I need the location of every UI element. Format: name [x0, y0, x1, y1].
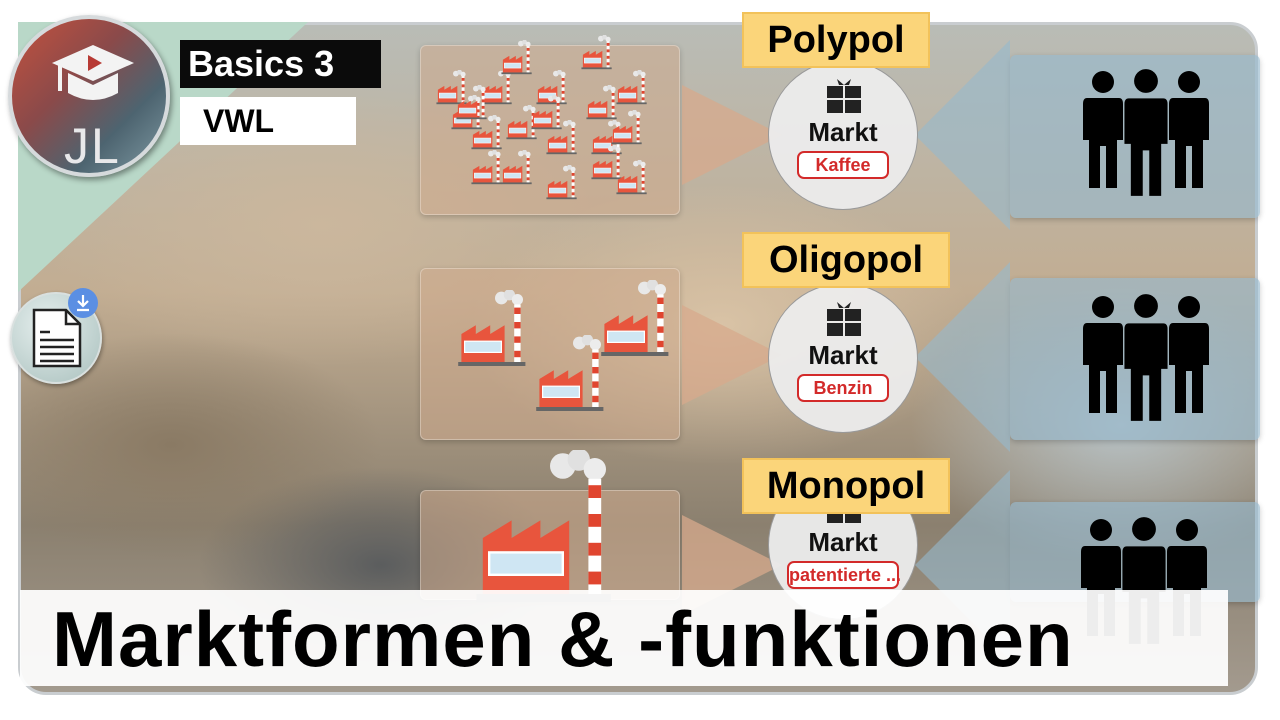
- product-label: Benzin: [797, 374, 889, 402]
- factory-icon: [530, 95, 566, 131]
- factory-icon: [580, 35, 616, 71]
- title-banner: Marktformen & -funktionen: [20, 590, 1228, 686]
- person-icon: [1120, 293, 1172, 423]
- gift-box-icon: [825, 77, 863, 113]
- market-label: Markt: [808, 117, 878, 147]
- factory-icon: [455, 290, 535, 370]
- factory-icon: [500, 40, 536, 76]
- video-title: Marktformen & -funktionen: [52, 595, 1074, 683]
- supply-arrow: [682, 305, 802, 405]
- person-icon: [1166, 295, 1212, 415]
- demand-arrow: [915, 40, 1010, 230]
- factory-icon: [470, 450, 630, 610]
- graduation-cap-icon: [52, 45, 134, 100]
- download-icon[interactable]: [68, 288, 98, 318]
- factory-icon: [610, 110, 646, 146]
- product-label: patentierte ...: [787, 561, 901, 589]
- person-icon: [1120, 68, 1172, 198]
- factory-icon: [615, 70, 651, 106]
- market-label: Markt: [808, 527, 878, 557]
- logo-initials: JL: [64, 118, 121, 174]
- channel-logo[interactable]: JL: [8, 15, 170, 177]
- series-tag: Basics 3: [180, 40, 381, 88]
- document-icon: [32, 308, 82, 368]
- subject-tag: VWL: [180, 97, 356, 145]
- market-form-polypol: Polypol: [742, 12, 930, 68]
- market-circle-polypol: Markt Kaffee: [768, 60, 918, 210]
- market-form-monopol: Monopol: [742, 458, 950, 514]
- market-circle-oligopol: Markt Benzin: [768, 283, 918, 433]
- product-label: Kaffee: [797, 151, 889, 179]
- gift-box-icon: [825, 300, 863, 336]
- market-label: Markt: [808, 340, 878, 370]
- factory-icon: [455, 85, 491, 121]
- market-form-oligopol: Oligopol: [742, 232, 950, 288]
- factory-icon: [615, 160, 651, 196]
- factory-icon: [533, 335, 613, 415]
- person-icon: [1166, 70, 1212, 190]
- demand-arrow: [915, 262, 1010, 452]
- factory-icon: [500, 150, 536, 186]
- factory-icon: [545, 165, 581, 201]
- supply-arrow: [682, 85, 802, 185]
